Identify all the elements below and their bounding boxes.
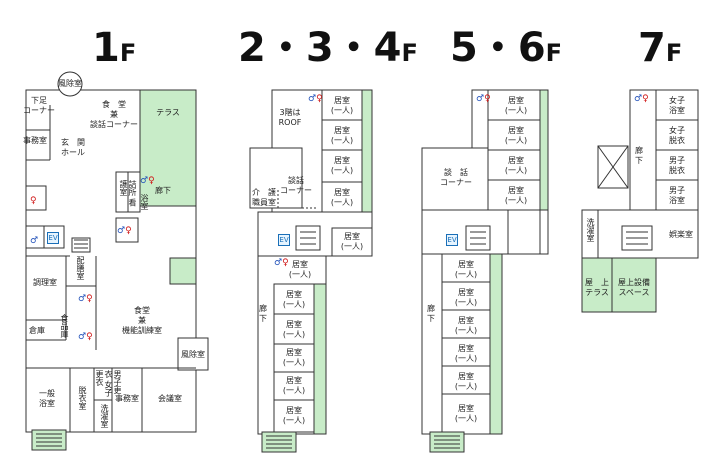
room-label: 居室 (一人): [330, 126, 354, 145]
plan-234f: [249, 89, 373, 453]
toilet-icon: ♂♀: [308, 94, 323, 104]
nurse-station-label: 詰所 看護室: [119, 180, 137, 207]
toilet-icon: ♂♀: [78, 294, 93, 304]
room-label: 居室 (一人): [454, 344, 478, 363]
corridor-7f-label: 廊 下: [635, 146, 643, 165]
room-label: 居室 (一人): [282, 348, 306, 367]
mens-bath-label: 男子 浴室: [669, 186, 685, 205]
elevator-icon: EV: [47, 232, 59, 244]
recreation-label: 娯楽室: [669, 230, 693, 239]
room-label: 居室 (一人): [282, 376, 306, 395]
cooking-label: 調理室: [33, 278, 57, 287]
womens-undress-label: 女子 脱衣: [669, 126, 685, 145]
room-label: 居室 (一人): [330, 96, 354, 115]
bathing-label: 一般 浴室: [39, 389, 55, 408]
windroom-2-label: 風除室: [181, 350, 205, 359]
toilet-icon: ♂♀: [140, 176, 155, 186]
dining-talk-label: 食 堂 兼 談話コーナー: [90, 100, 138, 129]
rooftop-terrace-label: 屋 上 テラス: [585, 278, 609, 297]
changing-label: 男子更衣 女子更衣: [95, 370, 122, 397]
womens-bath-label: 女子 浴室: [669, 96, 685, 115]
room-label: 居室 (一人): [454, 288, 478, 307]
rooftop-equipment-label: 屋上設備 スペース: [618, 278, 650, 297]
office-2-label: 事務室: [115, 394, 139, 403]
toilet-icon: ♂♀: [634, 94, 649, 104]
terrace-label: テラス: [156, 108, 180, 117]
food-storage-label: 食品庫: [60, 314, 69, 338]
plan-56f: [421, 89, 549, 453]
corridor-1f-label: 廊下: [155, 186, 171, 195]
corridor-56-label: 廊 下: [427, 304, 435, 323]
talk-corner-234-label: 談話 コーナー: [280, 176, 312, 195]
room-label: 居室 (一人): [504, 186, 528, 205]
office-label: 事務室: [23, 136, 47, 145]
room-label: 居室 (一人): [454, 316, 478, 335]
toilet-icon: ♂♀: [117, 226, 132, 236]
toilet-icon: ♂♀: [476, 94, 491, 104]
laundry-7f-label: 洗濯室: [586, 218, 595, 242]
toilet-icon: ♂♀: [78, 332, 93, 342]
storage-label: 倉庫: [29, 326, 45, 335]
room-label: 居室 (一人): [504, 96, 528, 115]
windroom-label: 風除室: [58, 79, 82, 88]
laundry-1f-label: 洗濯室: [100, 404, 109, 428]
room-label: 居室 (一人): [282, 406, 306, 425]
title-1f: 1F: [92, 25, 137, 71]
room-label: 居室 (一人): [288, 260, 312, 279]
undress-label: 脱衣室: [78, 386, 87, 410]
room-label: 居室 (一人): [454, 404, 478, 423]
room-label: 居室 (一人): [330, 188, 354, 207]
room-label: 居室 (一人): [454, 372, 478, 391]
room-label: 居室 (一人): [504, 126, 528, 145]
room-label: 居室 (一人): [282, 290, 306, 309]
room-label: 居室 (一人): [340, 232, 364, 251]
serving-label: 配膳室: [76, 256, 85, 280]
male-toilet-icon: ♂: [30, 236, 39, 246]
meeting-room-label: 会議室: [158, 394, 182, 403]
elevator-icon: EV: [446, 234, 458, 246]
care-staff-label: 介 護 職員室: [252, 188, 276, 207]
title-7f: 7F: [638, 25, 683, 71]
room-label: 居室 (一人): [330, 156, 354, 175]
room-label: 居室 (一人): [454, 260, 478, 279]
room-label: 居室 (一人): [504, 156, 528, 175]
female-toilet-icon: ♀: [30, 196, 37, 206]
title-5-6f: 5・6F: [450, 25, 563, 71]
corridor-234-label: 廊 下: [259, 304, 267, 323]
room-label: 居室 (一人): [282, 320, 306, 339]
mens-undress-label: 男子 脱衣: [669, 156, 685, 175]
dining-training-label: 食堂 兼 機能訓練室: [122, 306, 162, 335]
shoe-corner-label: 下足 コーナー: [23, 96, 55, 115]
title-2-3-4f: 2・3・4F: [238, 25, 418, 71]
plan-7f: [581, 89, 699, 313]
toilet-icon: ♂♀: [274, 258, 289, 268]
plan-1f: [25, 71, 209, 451]
roof-note-label: 3階は ROOF: [278, 108, 302, 127]
entrance-label: 玄 関 ホール: [61, 138, 85, 157]
elevator-icon: EV: [278, 234, 290, 246]
talk-corner-56-label: 談 話 コーナー: [440, 168, 472, 187]
bath-label: 浴室: [140, 194, 149, 210]
